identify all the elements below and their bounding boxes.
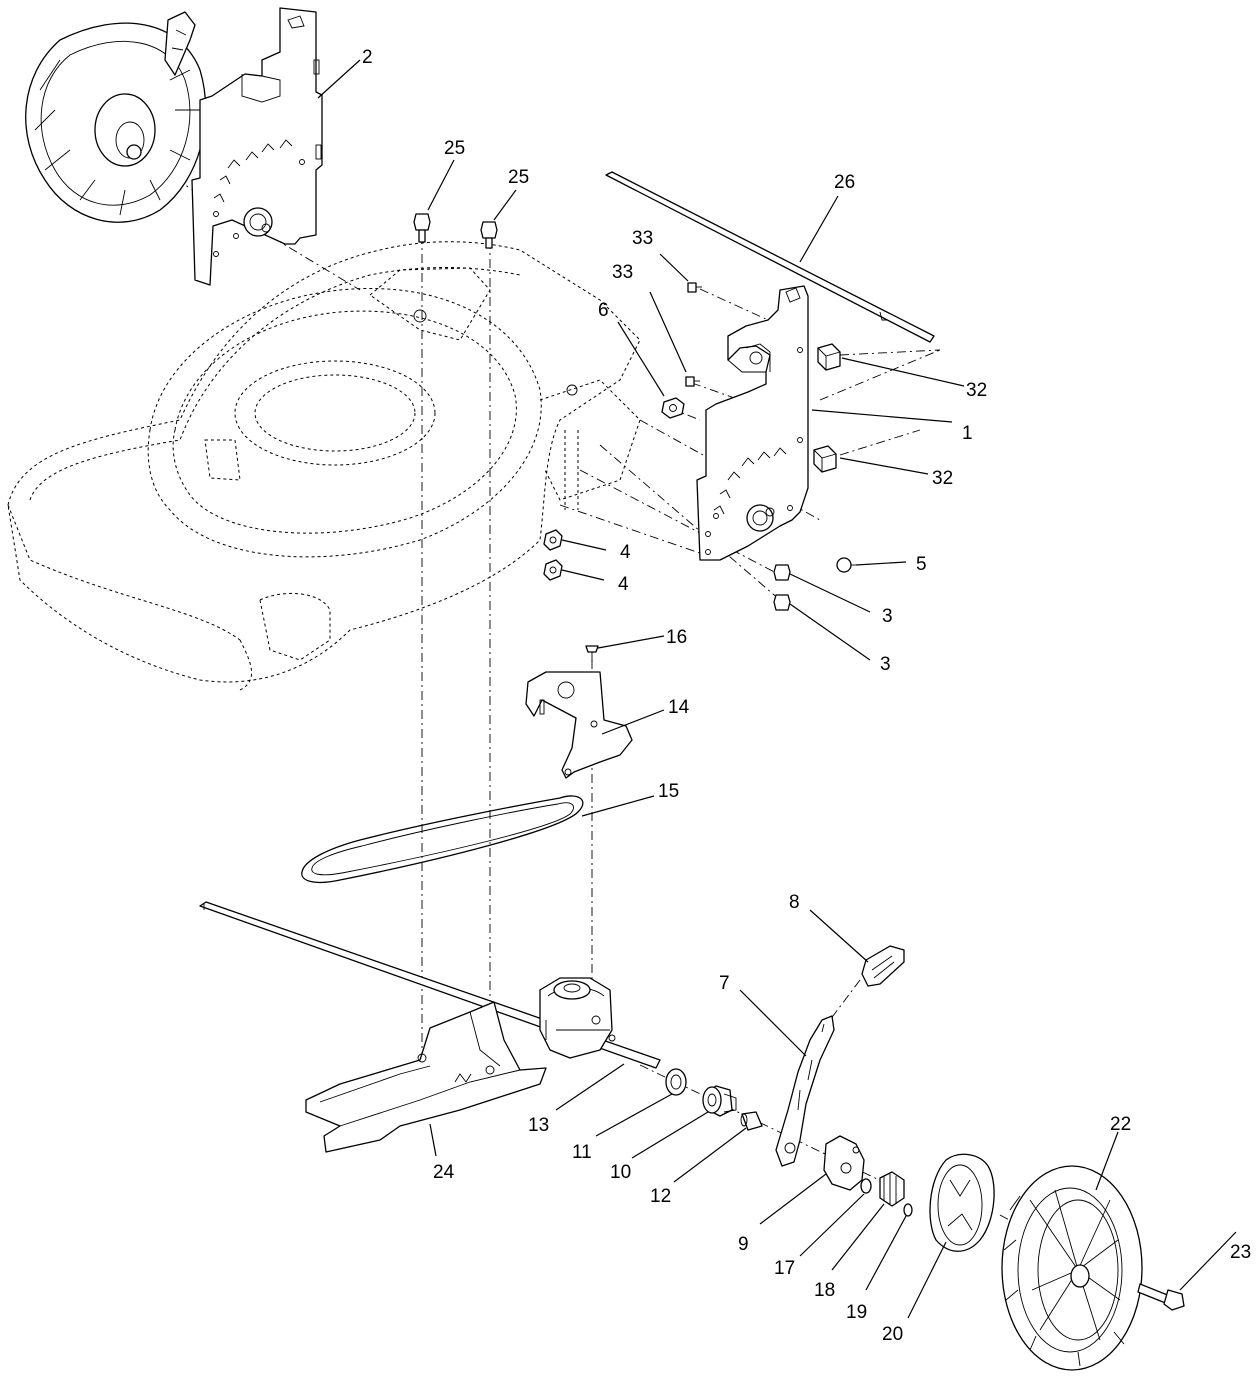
callout-8: 8 <box>789 892 800 913</box>
transmission-shield <box>305 1001 547 1153</box>
callout-1: 1 <box>962 423 973 444</box>
screw-33-upper-icon <box>687 282 702 293</box>
screw-16-icon <box>585 645 599 662</box>
mower-deck <box>7 241 641 691</box>
callout-13: 13 <box>528 1115 549 1136</box>
callout-25-right: 25 <box>508 167 529 188</box>
callout-4-upper: 4 <box>620 542 631 563</box>
transmission-and-axle <box>199 901 661 1069</box>
belt-guard-bracket <box>525 671 633 779</box>
screw-33-lower-icon <box>685 376 700 387</box>
washer-17-icon <box>860 1178 872 1194</box>
callout-labels: 2 25 25 26 33 33 6 32 1 32 5 4 4 3 3 16 … <box>362 47 1251 1345</box>
pin-5-icon <box>836 557 856 573</box>
callout-25-left: 25 <box>444 138 465 159</box>
bolt-25-right-icon <box>480 221 498 249</box>
callout-14: 14 <box>668 697 690 718</box>
nut-4-lower-icon <box>543 559 563 581</box>
spacer-12-icon <box>740 1111 763 1131</box>
callout-16: 16 <box>666 627 687 648</box>
callout-3-upper: 3 <box>882 606 893 627</box>
callout-10: 10 <box>610 1162 631 1183</box>
callout-20: 20 <box>882 1324 903 1345</box>
wheel-drive-hub-20 <box>929 1153 995 1252</box>
height-adjust-lever <box>775 1015 835 1167</box>
callout-33-upper: 33 <box>632 228 653 249</box>
lever-grip-icon <box>861 945 905 987</box>
callout-9: 9 <box>738 1234 749 1255</box>
nut-4-upper-icon <box>543 529 563 551</box>
callout-5: 5 <box>916 554 927 575</box>
callout-6: 6 <box>598 300 609 321</box>
leader-lines <box>317 59 1237 1319</box>
retaining-ring-19-icon <box>903 1203 913 1217</box>
callout-26: 26 <box>834 172 855 193</box>
callout-33-lower: 33 <box>612 262 633 283</box>
callout-17: 17 <box>774 1258 795 1279</box>
wheel-bolt-23-icon <box>1137 1283 1185 1311</box>
height-adjust-rod <box>605 171 935 343</box>
knob-32-lower-icon <box>813 445 837 473</box>
callout-3-lower: 3 <box>880 654 891 675</box>
callout-32-upper: 32 <box>966 380 987 401</box>
knob-32-upper-icon <box>817 343 841 371</box>
rear-wheel-assembly-icon <box>25 11 207 223</box>
callout-23: 23 <box>1230 1242 1251 1263</box>
callout-11: 11 <box>572 1142 592 1163</box>
callout-15: 15 <box>658 781 679 802</box>
callout-32-lower: 32 <box>932 468 953 489</box>
callout-2: 2 <box>362 47 373 68</box>
callout-24: 24 <box>433 1162 455 1183</box>
bolt-3-lower-icon <box>773 594 791 611</box>
bolt-3-upper-icon <box>773 564 791 581</box>
drive-belt <box>301 795 584 884</box>
callout-4-lower: 4 <box>618 574 629 595</box>
callout-18: 18 <box>814 1280 835 1301</box>
left-height-adjuster-plate <box>191 7 323 286</box>
assembly-lines <box>109 139 1161 1301</box>
bearing-10-icon <box>702 1085 737 1117</box>
bushing-11-icon <box>665 1068 687 1096</box>
front-wheel-22 <box>1001 1165 1143 1371</box>
nut-6-icon <box>661 397 685 419</box>
pinion-gear-18-icon <box>879 1171 905 1207</box>
bolt-25-left-icon <box>413 213 431 243</box>
right-height-adjuster-plate <box>696 285 809 561</box>
callout-12: 12 <box>650 1186 671 1207</box>
callout-19: 19 <box>846 1302 867 1323</box>
callout-7: 7 <box>719 973 730 994</box>
callout-22: 22 <box>1110 1114 1131 1135</box>
pivot-bracket-9 <box>823 1135 865 1191</box>
